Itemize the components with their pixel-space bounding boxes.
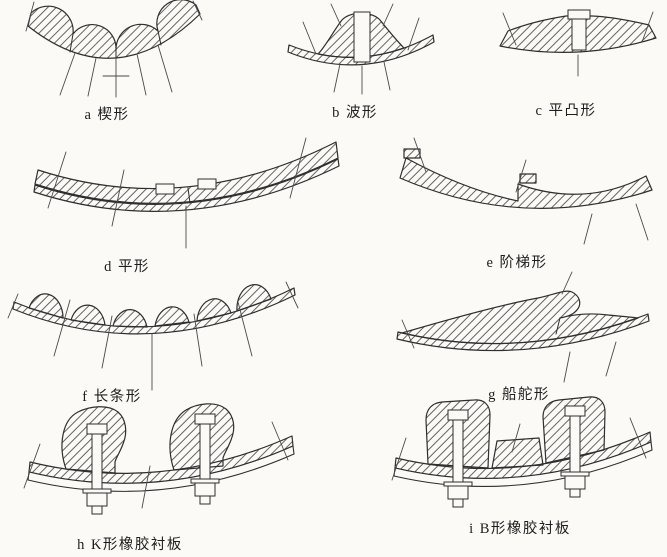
bolt-head xyxy=(447,409,469,421)
radial-tick-line xyxy=(157,44,173,93)
key-slot xyxy=(353,11,371,63)
segment-joint-line xyxy=(187,187,191,204)
radial-tick-line xyxy=(289,137,307,199)
radial-tick-line xyxy=(583,213,593,245)
radial-tick-line xyxy=(285,281,299,309)
radial-tick-line xyxy=(192,0,203,21)
segment-joint-line xyxy=(555,317,561,335)
drawing-b-wave xyxy=(287,3,435,95)
radial-tick-line xyxy=(59,52,76,96)
strip-lobe xyxy=(28,293,64,319)
drawing-f-long-strip xyxy=(7,281,299,391)
nut xyxy=(447,485,469,500)
radial-tick-line xyxy=(629,417,647,459)
radial-tick-line xyxy=(515,159,527,193)
bolt-head xyxy=(86,423,108,435)
radial-tick-line xyxy=(383,61,391,91)
strip-lobe xyxy=(112,309,148,328)
wedge-liner-section xyxy=(27,0,201,59)
bolt-pocket xyxy=(155,183,175,195)
radial-tick-line xyxy=(605,341,617,377)
radial-tick-line xyxy=(563,351,571,383)
radial-tick-line xyxy=(391,437,407,481)
stepped-liner-section xyxy=(399,157,653,209)
washer xyxy=(443,481,473,487)
radial-tick-line xyxy=(53,299,71,357)
bolt-tip xyxy=(569,488,581,498)
step-lip xyxy=(403,148,421,159)
radial-tick-line xyxy=(101,315,113,369)
radial-tick-line xyxy=(333,63,341,93)
washer xyxy=(190,478,220,484)
drawing-e-stepped xyxy=(399,137,653,245)
radial-tick-line xyxy=(561,271,573,295)
radial-tick-line xyxy=(401,319,415,349)
segment-joint-line xyxy=(69,33,74,53)
figure-label-a: a 楔形 xyxy=(84,107,130,123)
strip-lobe xyxy=(70,304,106,326)
radial-tick-line xyxy=(7,293,19,319)
clamp-wedge xyxy=(491,437,544,469)
radial-tick-line xyxy=(635,203,649,241)
bolt-head xyxy=(564,405,586,417)
radial-tick-line xyxy=(511,423,521,453)
radial-tick-line xyxy=(111,169,125,227)
bolt-head xyxy=(567,9,591,20)
liner-section xyxy=(34,141,339,204)
nut xyxy=(86,492,108,507)
radial-tick-line xyxy=(193,313,203,367)
radial-tick-line xyxy=(47,151,67,209)
radial-tick-line xyxy=(25,1,35,32)
figure-label-e: e 阶梯形 xyxy=(486,255,548,271)
bolt-shank xyxy=(91,429,103,491)
bolt-tip xyxy=(452,498,464,508)
figure-label-g: g 船舵形 xyxy=(488,387,550,403)
radial-tick-line xyxy=(330,3,342,27)
bolt-head xyxy=(194,413,216,425)
radial-tick-line xyxy=(413,137,427,173)
bolt-shank xyxy=(569,415,581,475)
radial-tick-line xyxy=(382,3,394,27)
strip-lobe xyxy=(196,298,232,322)
figure-label-d: d 平形 xyxy=(104,259,150,275)
figure-label-i: i B形橡胶衬板 xyxy=(469,521,571,537)
nut xyxy=(564,475,586,490)
shell-section xyxy=(33,158,340,212)
radial-tick-line xyxy=(136,53,147,96)
segment-joint-line xyxy=(157,30,162,46)
figure-label-b: b 波形 xyxy=(332,105,378,121)
figure-label-c: c 平凸形 xyxy=(535,103,597,119)
drawing-h-k-rubber xyxy=(23,403,295,515)
bolt-tip xyxy=(91,505,103,515)
radial-tick-line xyxy=(271,421,289,461)
radial-tick-line xyxy=(87,57,97,97)
bolt-shank xyxy=(199,419,211,483)
radial-tick-line xyxy=(141,465,151,509)
step-lip xyxy=(519,173,537,184)
bolt-pocket xyxy=(197,178,217,190)
bolt-shank xyxy=(571,18,587,51)
strip-lobe xyxy=(154,306,190,327)
drawing-a-wedge xyxy=(25,0,203,98)
radial-tick-line xyxy=(407,17,420,51)
radial-tick-line xyxy=(237,301,253,357)
radial-tick-line xyxy=(23,443,41,489)
washer xyxy=(82,488,112,494)
radial-tick-line xyxy=(302,21,317,55)
nut xyxy=(194,482,216,497)
drawing-c-flat-convex xyxy=(499,9,657,77)
drawing-d-flat xyxy=(33,137,340,249)
radial-tick-line xyxy=(502,12,517,46)
radial-tick-line xyxy=(641,11,654,43)
figure-label-f: f 长条形 xyxy=(82,389,142,405)
bolt-tip xyxy=(199,495,211,505)
figure-label-h: h K形橡胶衬板 xyxy=(77,537,183,553)
drawing-i-b-rubber xyxy=(391,396,653,508)
washer xyxy=(560,471,590,477)
rudder-liner-section xyxy=(401,290,639,345)
drawing-g-rudder xyxy=(396,271,650,383)
bolt-shank xyxy=(452,419,464,485)
